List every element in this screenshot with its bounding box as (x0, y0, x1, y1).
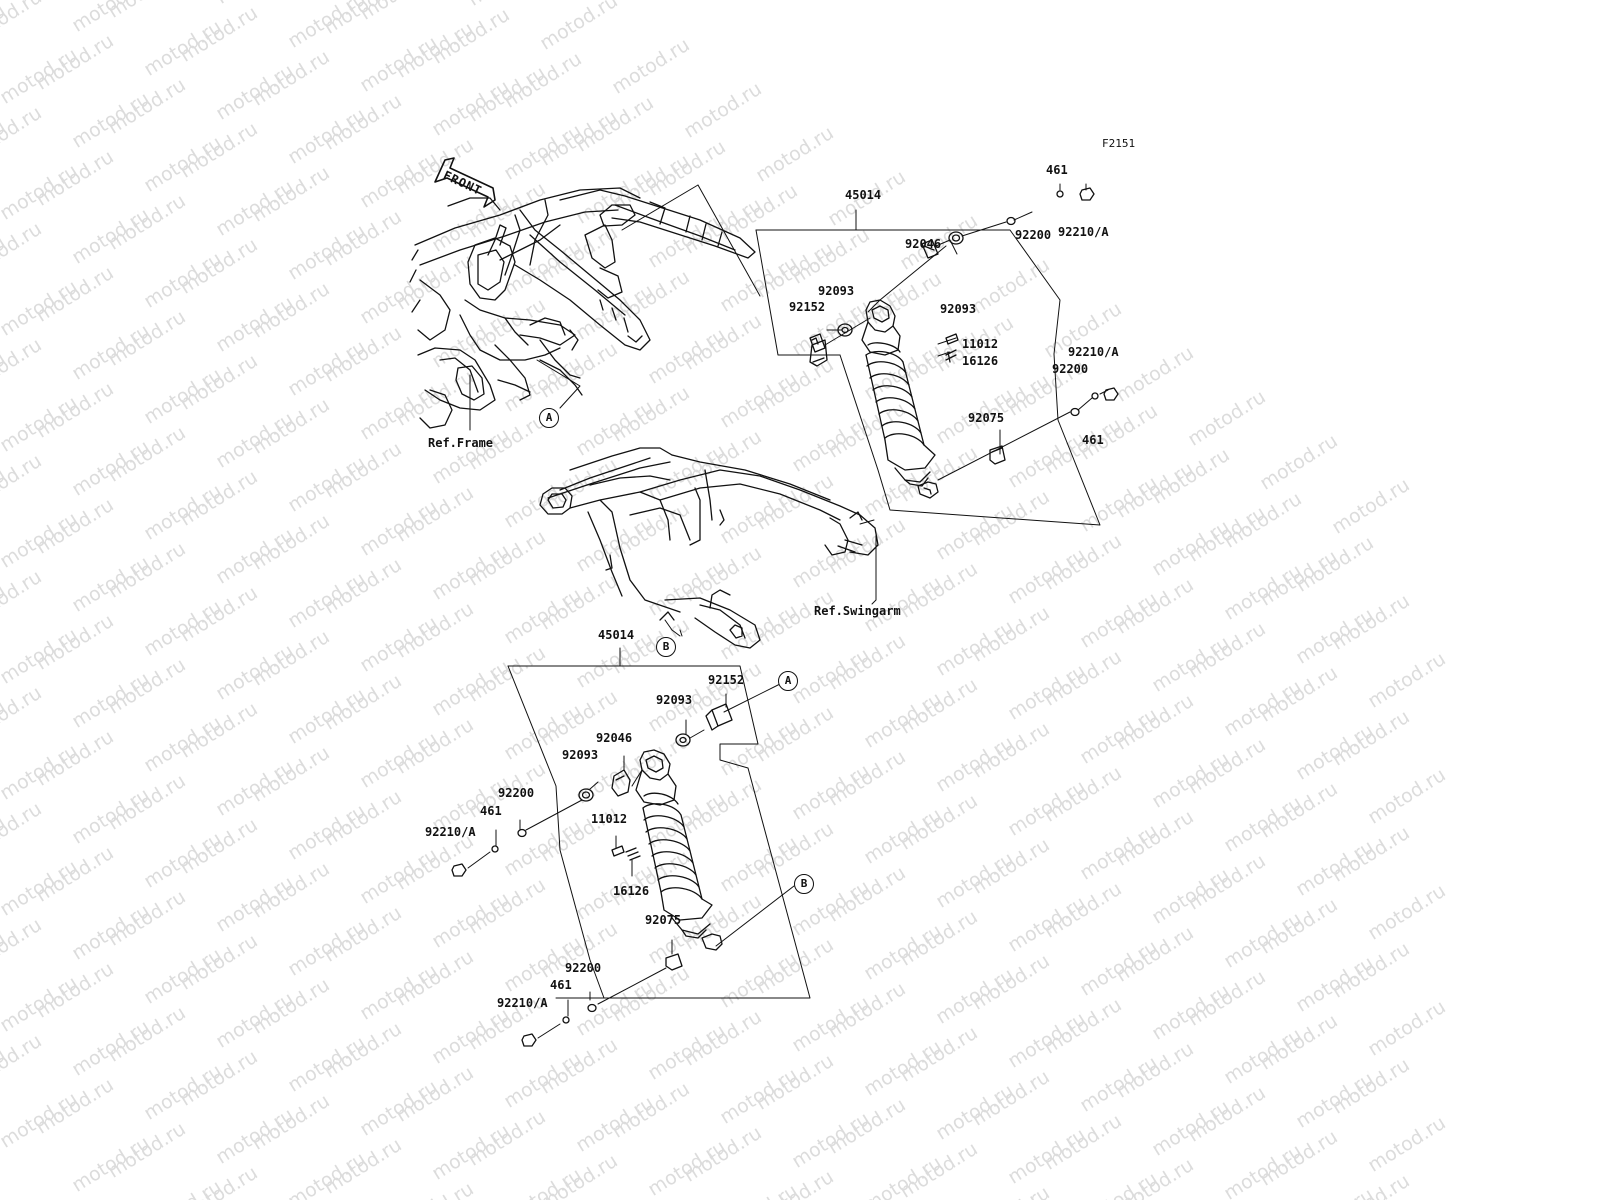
part-92210a-upper-top: 92210/A (1058, 225, 1109, 239)
part-92200-lower-bottom: 92200 (565, 961, 602, 975)
part-11012-lower: 11012 (591, 812, 628, 826)
front-arrow-icon (434, 157, 496, 208)
part-92152-lower: 92152 (708, 673, 745, 687)
callout-b-lower: B (794, 874, 814, 894)
callout-b-upper: B (656, 637, 676, 657)
part-16126-lower: 16126 (613, 884, 650, 898)
part-461-upper-bottom: 461 (1082, 433, 1104, 447)
lower-shock-parts (451, 703, 733, 1047)
part-92093-lower-top: 92093 (656, 693, 693, 707)
part-92075-lower: 92075 (645, 913, 682, 927)
lower-shock-drawing (635, 749, 723, 951)
lower-leader-lines (467, 629, 811, 1039)
part-461-upper-top: 461 (1046, 163, 1068, 177)
part-16126-upper: 16126 (962, 354, 999, 368)
part-11012-upper: 11012 (962, 337, 999, 351)
part-92200-lower-top: 92200 (498, 786, 535, 800)
swingarm-drawing (539, 447, 879, 649)
callout-a-upper: A (539, 408, 559, 428)
part-92210a-lower-top: 92210/A (425, 825, 476, 839)
part-92210a-lower-bottom: 92210/A (497, 996, 548, 1010)
upper-leader-lines (469, 183, 1109, 637)
part-461-lower-bottom: 461 (550, 978, 572, 992)
part-461-lower-top: 461 (480, 804, 502, 818)
callout-a-lower: A (778, 671, 798, 691)
part-92152-upper: 92152 (789, 300, 826, 314)
part-92093-lower-left: 92093 (562, 748, 599, 762)
ref-frame-label: Ref.Frame (428, 436, 494, 450)
part-92093-upper-left: 92093 (818, 284, 855, 298)
part-92093-upper-right: 92093 (940, 302, 977, 316)
part-45014-lower: 45014 (598, 628, 635, 642)
figure-code: F2151 (1102, 137, 1136, 150)
upper-shock-drawing (861, 299, 939, 499)
part-92200-upper-bottom: 92200 (1052, 362, 1089, 376)
part-92210a-upper-bottom: 92210/A (1068, 345, 1119, 359)
part-45014-upper: 45014 (845, 188, 882, 202)
ref-swingarm-label: Ref.Swingarm (814, 604, 901, 618)
part-92075-upper: 92075 (968, 411, 1005, 425)
part-92200-upper-top: 92200 (1015, 228, 1052, 242)
part-92046-upper: 92046 (905, 237, 942, 251)
part-92046-lower: 92046 (596, 731, 633, 745)
frame-drawing (409, 187, 756, 429)
